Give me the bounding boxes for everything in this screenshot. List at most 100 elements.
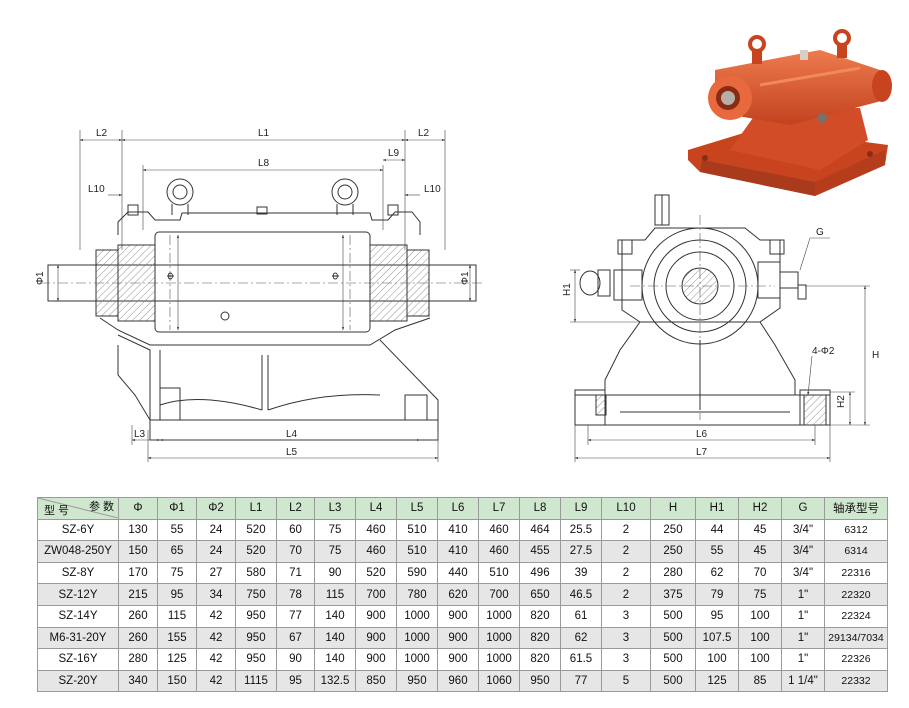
table-cell: 520 xyxy=(355,561,397,585)
table-cell: 250 xyxy=(650,540,696,563)
table-cell: 39 xyxy=(560,561,602,585)
table-cell: 1" xyxy=(781,648,825,671)
table-cell: 3 xyxy=(601,648,651,671)
table-cell: 460 xyxy=(355,518,397,542)
dim-l10-right: L10 xyxy=(424,184,441,195)
table-cell: 1115 xyxy=(235,669,277,693)
model-cell: SZ-16Y xyxy=(37,648,119,671)
table-cell: 75 xyxy=(314,540,356,563)
table-cell: 280 xyxy=(118,648,158,671)
table-cell: 1" xyxy=(781,604,825,628)
table-cell: 62 xyxy=(560,626,602,650)
table-cell: 960 xyxy=(437,669,479,693)
header-corner-bottom: 型 号 xyxy=(44,505,70,518)
table-cell: 125 xyxy=(157,648,197,671)
table-cell: 2 xyxy=(601,540,651,563)
table-cell: 2 xyxy=(601,561,651,585)
table-cell: 1060 xyxy=(478,669,520,693)
table-cell: 25.5 xyxy=(560,518,602,542)
column-header: G xyxy=(781,497,825,520)
table-cell: 950 xyxy=(235,648,277,671)
table-cell: 3/4" xyxy=(781,561,825,585)
dim-l9: L9 xyxy=(388,148,400,159)
dim-l10-left: L10 xyxy=(88,184,105,195)
table-cell: 820 xyxy=(519,648,561,671)
table-cell: 260 xyxy=(118,604,158,628)
table-cell: 1000 xyxy=(396,648,438,671)
dim-h1: H1 xyxy=(562,283,573,296)
dim-l1: L1 xyxy=(258,128,270,139)
table-cell: 140 xyxy=(314,648,356,671)
dim-g: G xyxy=(816,227,824,238)
spec-table: 参 数 型 号 Φ Φ1 Φ2 L1 L2 L3 L4 L5 L6 L7 L8 … xyxy=(37,497,888,693)
table-cell: 750 xyxy=(235,583,277,606)
table-cell: 510 xyxy=(396,518,438,542)
table-cell: 900 xyxy=(437,626,479,650)
table-cell: 500 xyxy=(650,648,696,671)
table-cell: 100 xyxy=(738,648,782,671)
table-cell: 42 xyxy=(196,604,236,628)
dim-l7: L7 xyxy=(696,447,708,458)
table-cell: 950 xyxy=(235,604,277,628)
table-cell: 250 xyxy=(650,518,696,542)
table-cell: 620 xyxy=(437,583,479,606)
table-cell: 900 xyxy=(437,648,479,671)
table-cell: 700 xyxy=(478,583,520,606)
table-cell: 85 xyxy=(738,669,782,693)
table-cell: 115 xyxy=(157,604,197,628)
table-cell: 464 xyxy=(519,518,561,542)
product-photo xyxy=(688,29,892,196)
table-cell: 500 xyxy=(650,669,696,693)
table-cell: 55 xyxy=(157,518,197,542)
table-cell: 900 xyxy=(355,626,397,650)
table-cell: 140 xyxy=(314,604,356,628)
table-cell: 78 xyxy=(276,583,315,606)
table-cell: 24 xyxy=(196,518,236,542)
table-cell: 460 xyxy=(355,540,397,563)
table-cell: 45 xyxy=(738,518,782,542)
table-cell: 590 xyxy=(396,561,438,585)
table-cell: 45 xyxy=(738,540,782,563)
dim-phi1-right: Φ1 xyxy=(460,271,471,285)
dim-l5: L5 xyxy=(286,447,298,458)
table-cell: 170 xyxy=(118,561,158,585)
table-cell: 280 xyxy=(650,561,696,585)
table-cell: 79 xyxy=(695,583,739,606)
table-cell: 260 xyxy=(118,626,158,650)
table-cell: 75 xyxy=(738,583,782,606)
table-cell: 455 xyxy=(519,540,561,563)
dim-phi-right: Φ xyxy=(331,272,342,280)
dim-l2-right: L2 xyxy=(418,128,430,139)
table-cell: 67 xyxy=(276,626,315,650)
table-cell: 780 xyxy=(396,583,438,606)
model-cell: SZ-14Y xyxy=(37,604,119,628)
table-cell: 510 xyxy=(478,561,520,585)
table-header-row: 参 数 型 号 Φ Φ1 Φ2 L1 L2 L3 L4 L5 L6 L7 L8 … xyxy=(37,497,888,520)
table-cell: 42 xyxy=(196,669,236,693)
table-cell: 100 xyxy=(738,626,782,650)
table-cell: 850 xyxy=(355,669,397,693)
table-cell: 125 xyxy=(695,669,739,693)
model-cell: SZ-8Y xyxy=(37,561,119,585)
table-cell: 900 xyxy=(355,604,397,628)
table-cell: 95 xyxy=(695,604,739,628)
table-cell: 22316 xyxy=(824,561,888,585)
column-header: L5 xyxy=(396,497,438,520)
table-cell: 410 xyxy=(437,540,479,563)
table-cell: 132.5 xyxy=(314,669,356,693)
table-cell: 460 xyxy=(478,540,520,563)
table-cell: 22332 xyxy=(824,669,888,693)
table-cell: 700 xyxy=(355,583,397,606)
dim-l4: L4 xyxy=(286,429,298,440)
table-cell: 1 1/4" xyxy=(781,669,825,693)
column-header: L6 xyxy=(437,497,479,520)
table-cell: 100 xyxy=(738,604,782,628)
table-cell: 950 xyxy=(396,669,438,693)
dim-h2: H2 xyxy=(836,395,847,408)
front-view: L2 L1 L2 L8 L9 L10 L10 Φ1 Φ1 Φ Φ L3 L4 L… xyxy=(35,128,485,462)
dim-h: H xyxy=(872,350,879,361)
